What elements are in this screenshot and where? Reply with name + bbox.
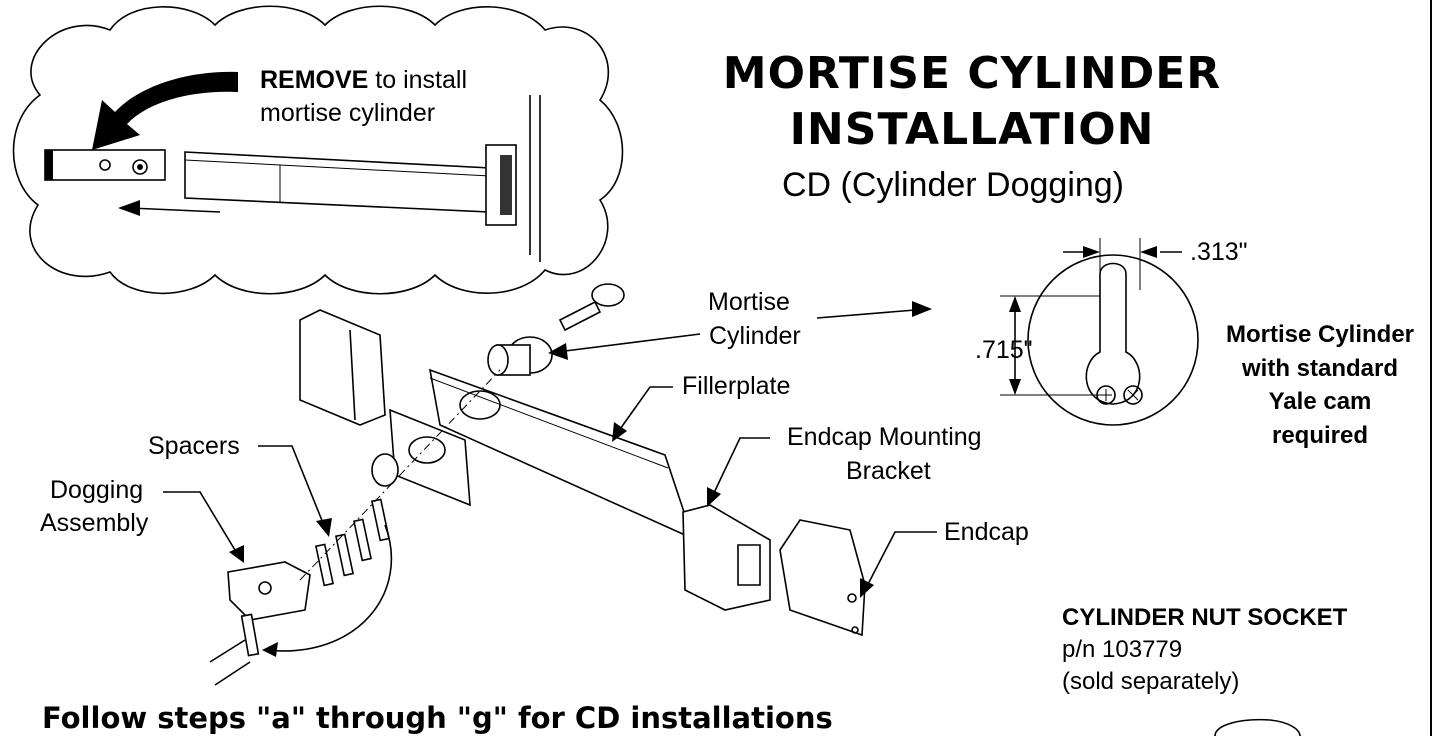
socket-note: (sold separately) [1062,668,1240,695]
cam-note-line1: Mortise Cylinder [1225,321,1415,348]
label-endcap-mounting: Endcap Mounting [787,423,982,451]
footer-instruction: Follow steps "a" through "g" for CD inst… [42,701,833,735]
endcap-part [779,519,866,637]
remove-rest: to install [368,66,468,94]
label-mortise: Mortise [708,288,790,316]
exit-device-rail [184,95,541,262]
callout-cloud [12,5,624,295]
dogging-assembly-part [227,561,311,657]
spacer-parts [314,498,390,587]
direction-arrow [118,200,140,216]
key-icon [558,283,625,332]
label-bracket: Bracket [846,457,931,485]
dimension-width: .313" [1190,238,1248,266]
socket-pn: p/n 103779 [1062,636,1183,663]
page-subtitle: CD (Cylinder Dogging) [782,166,1125,204]
callout-line2: mortise cylinder [260,99,436,127]
callout-remove: REMOVE to install [260,68,467,93]
socket-title: CYLINDER NUT SOCKET [1062,604,1348,631]
right-border [1430,0,1432,736]
mortise-cylinder-part [487,336,553,376]
cam-note-line2: with standard [1241,354,1398,382]
endcap-bracket-part [682,504,771,611]
cam-note: Mortise Cylinder with standard Yale cam … [1200,318,1440,452]
fillerplate-part [428,368,686,537]
label-cylinder: Cylinder [709,322,801,350]
page-title-line2: INSTALLATION [789,104,1155,155]
remove-arrow [92,71,238,150]
cam-note-line3: Yale cam [1268,388,1372,416]
label-fillerplate: Fillerplate [682,372,791,400]
page-title-line1: MORTISE CYLINDER [722,48,1222,99]
cam-detail [1000,238,1199,426]
socket-icon [1214,718,1301,736]
remove-bold: REMOVE [260,66,369,94]
leader-lines [163,301,937,598]
dimension-height: .715" [975,336,1033,364]
label-spacers: Spacers [148,432,240,460]
label-endcap: Endcap [944,518,1029,546]
removed-endcap [44,149,166,181]
label-dogging: Dogging [50,476,144,504]
exploded-view [209,283,866,686]
label-assembly: Assembly [40,509,149,537]
cam-note-line4: required [1271,421,1369,449]
